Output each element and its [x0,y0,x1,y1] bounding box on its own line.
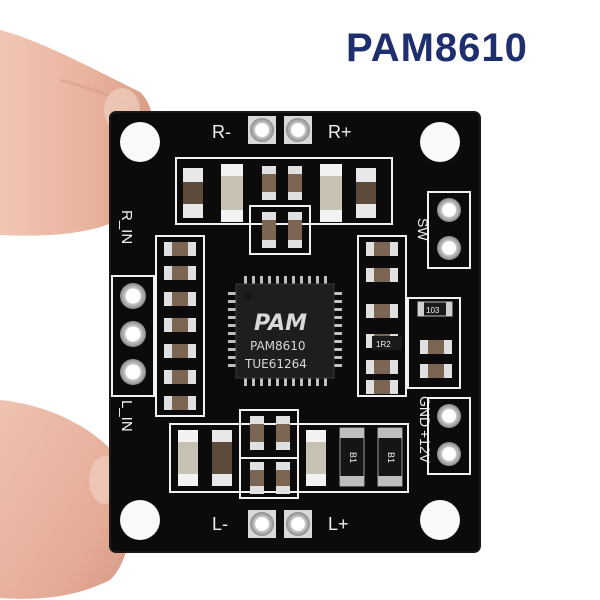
label-gnd: GND [417,396,433,427]
label-l-in: L_IN [118,400,135,432]
amplifier-chip [228,276,342,386]
top-small-capacitors [262,166,302,248]
power-header [427,397,471,475]
diode-1-marking: B1 [348,452,358,463]
bottom-capacitors [178,416,326,494]
label-sw: SW [415,218,431,241]
resistor-1r2-marking: 1R2 [376,340,391,349]
mounting-holes [120,122,460,540]
product-title: PAM8610 [346,26,528,70]
chip-pins [228,276,342,386]
input-header [111,275,155,397]
chip-part-number: PAM8610 [250,339,306,353]
pcb-board: R- R+ L- L+ R_IN L_IN SW [109,111,481,553]
diodes [339,427,403,487]
left-output-pads [248,510,312,538]
sw-header [427,191,471,269]
right-output-pads [248,116,312,144]
label-l-minus: L- [212,514,228,534]
left-resistor-column [164,242,196,410]
right-resistors [372,301,453,378]
label-12v: +12V [417,430,433,464]
label-l-plus: L+ [328,514,349,534]
resistor-103-marking: 103 [426,306,440,315]
chip-logo: PAM [254,311,307,336]
label-r-in: R_IN [118,210,135,244]
label-r-minus: R- [212,122,231,142]
label-r-plus: R+ [328,122,352,142]
chip-lot-code: TUE61264 [244,357,307,371]
top-capacitors [183,164,376,222]
diode-2-marking: B1 [386,452,396,463]
